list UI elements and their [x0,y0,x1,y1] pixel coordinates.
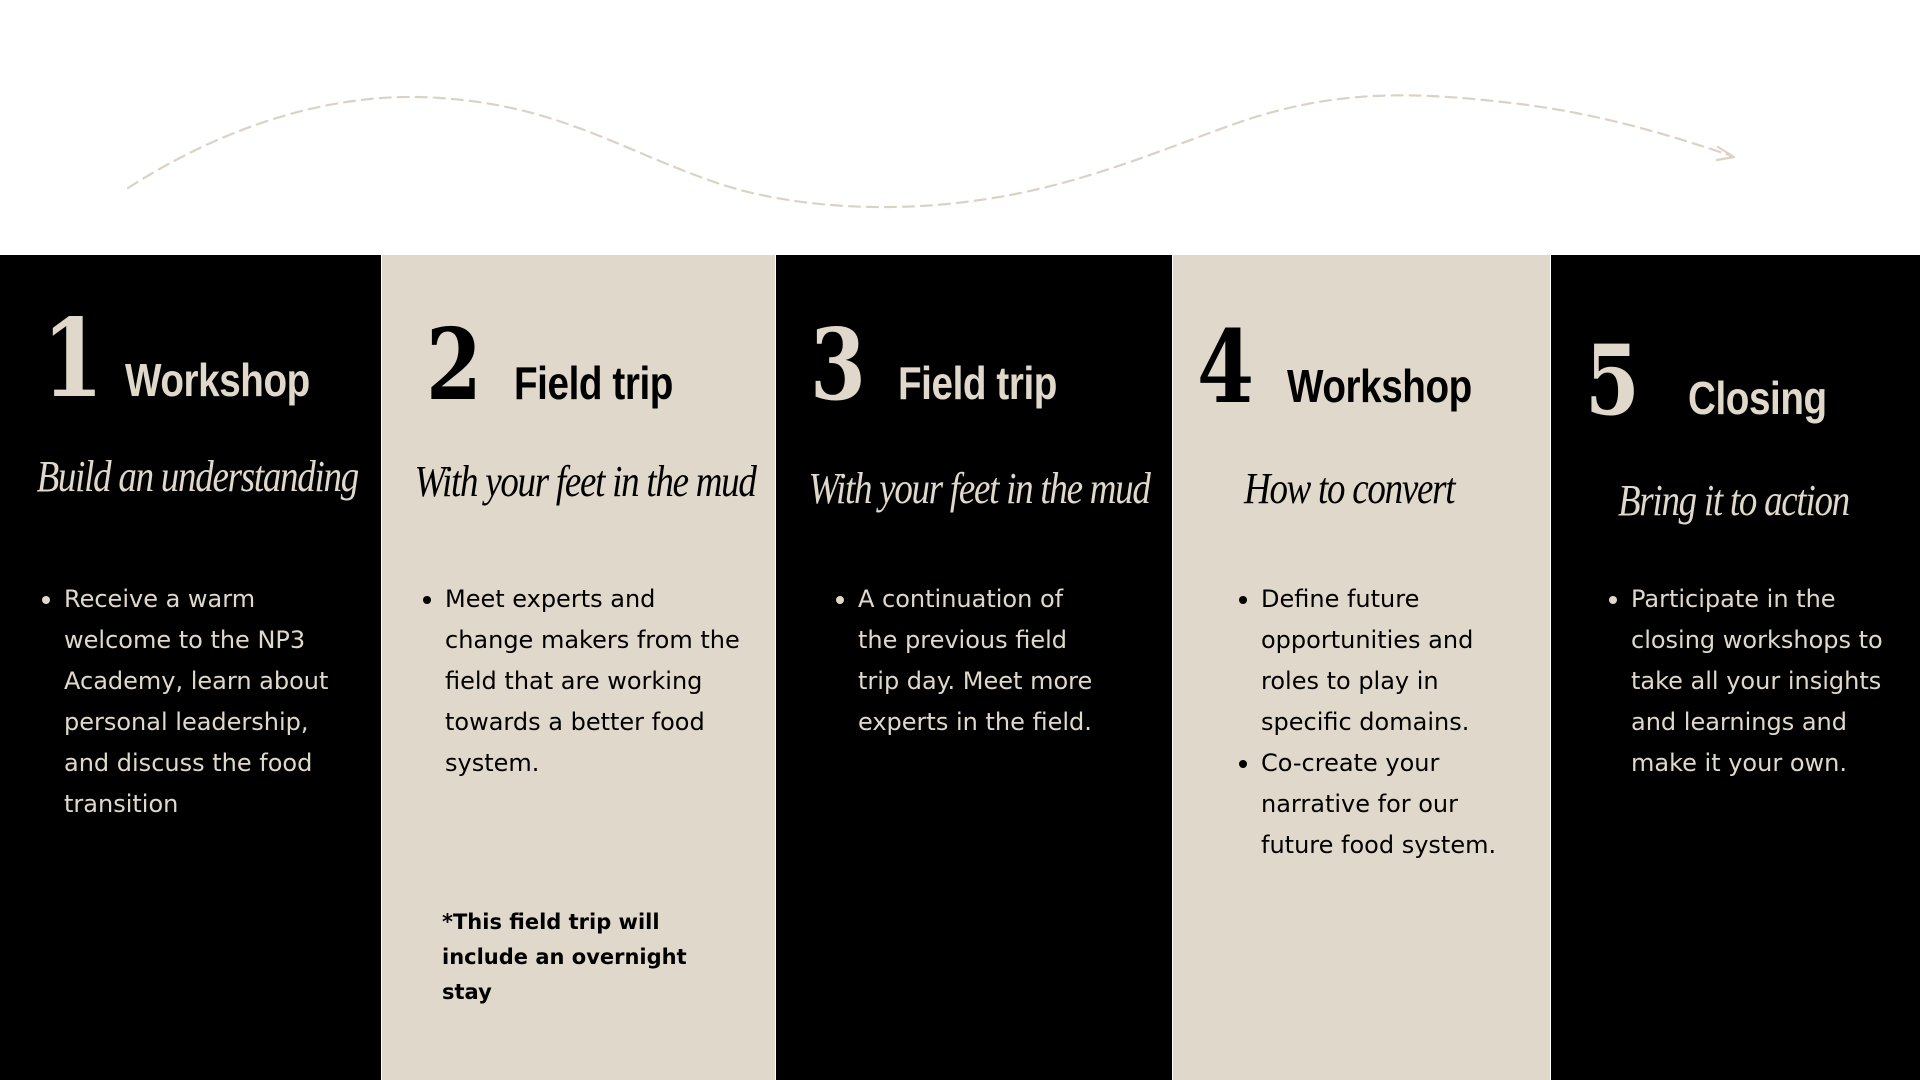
step-2-footnote: *This field trip will include an overnig… [442,910,687,1004]
step-1-bullet-1: Receive a warm welcome to the NP3 Academ… [40,579,340,825]
step-1-column: 1 Workshop Build an understanding Receiv… [0,255,381,1080]
step-3-subtitle: With your feet in the mud [808,464,1150,513]
step-3-number: 3 [810,308,866,423]
step-5-bullet-1: Participate in the closing workshops to … [1607,579,1897,784]
step-3-column: 3 Field trip With your feet in the mud A… [776,255,1172,1080]
step-1-number: 1 [42,296,104,422]
step-5-subtitle: Bring it to action [1618,476,1850,525]
step-2-bullet-1: Meet experts and change makers from the … [421,579,741,784]
step-1-bullets: Receive a warm welcome to the NP3 Academ… [40,579,340,825]
step-1-title: Workshop [125,354,311,406]
step-3-bullets: A continuation of the previous field tri… [834,579,1104,743]
step-2-subtitle: With your feet in the mud [414,457,756,506]
step-5-heading: 5 Closing [1585,333,1853,429]
step-1-subtitle: Build an understanding [36,452,360,501]
step-2-column: 2 Field trip With your feet in the mud M… [382,255,775,1080]
step-1-heading: 1 Workshop [42,305,345,413]
step-4-title: Workshop [1286,360,1472,412]
step-2-bullets: Meet experts and change makers from the … [421,579,741,784]
step-5-bullets: Participate in the closing workshops to … [1607,579,1897,784]
step-4-bullets: Define future opportunities and roles to… [1237,579,1527,866]
step-5-number: 5 [1585,324,1640,437]
step-4-number: 4 [1197,308,1254,426]
step-4-heading: 4 Workshop [1197,317,1507,417]
step-5-title: Closing [1687,372,1827,424]
step-3-heading: 3 Field trip [810,317,1087,415]
step-3-bullet-1: A continuation of the previous field tri… [834,579,1104,743]
step-4-column: 4 Workshop How to convert Define future … [1173,255,1550,1080]
step-5-column: 5 Closing Bring it to action Participate… [1551,255,1920,1080]
step-4-bullet-1: Define future opportunities and roles to… [1237,579,1527,743]
step-2-title: Field trip [514,357,674,409]
step-2-heading: 2 Field trip [426,317,703,415]
step-2-number: 2 [426,308,482,423]
wave-arrow-decoration [126,94,1736,209]
step-3-title: Field trip [898,357,1058,409]
step-4-bullet-2: Co-create your narrative for our future … [1237,743,1527,866]
step-4-subtitle: How to convert [1244,464,1456,513]
